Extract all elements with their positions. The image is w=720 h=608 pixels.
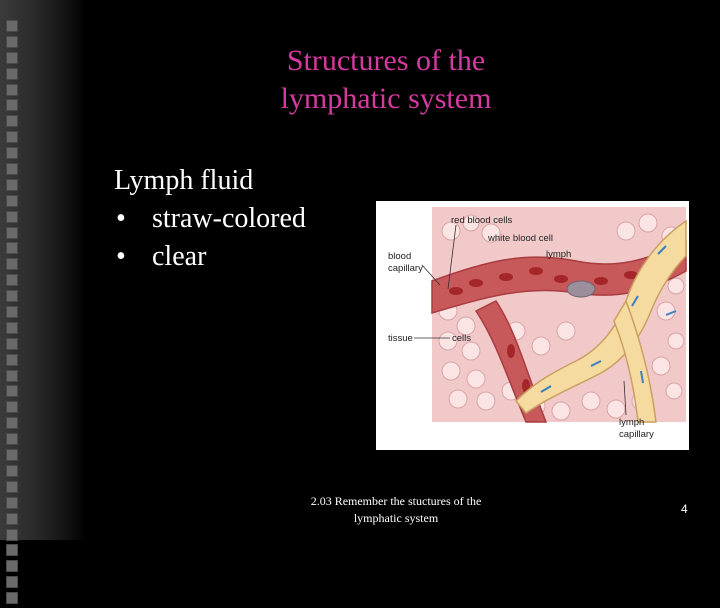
decorative-square [6, 83, 18, 96]
decorative-square [6, 385, 18, 398]
label-leader-lines [414, 224, 627, 416]
decorative-square [6, 258, 18, 271]
label-lymph-capillary-line2: capillary [619, 429, 654, 440]
slide-title: Structures of the lymphatic system [236, 42, 536, 118]
decorative-square [6, 449, 18, 462]
label-blood: blood [388, 251, 411, 262]
bullet-text: clear [152, 241, 207, 272]
label-lymph: lymph [546, 249, 571, 260]
decorative-square [6, 544, 18, 557]
decorative-square [6, 306, 18, 319]
decorative-square [6, 178, 18, 191]
label-red-blood-cells: red blood cells [451, 215, 513, 226]
lymph-flow-arrows [540, 245, 677, 393]
slide: Structures of the lymphatic system Lymph… [86, 0, 720, 540]
page-number: 4 [681, 502, 688, 516]
square-bullet-column [6, 20, 20, 608]
decorative-square [6, 433, 18, 446]
decorative-square [6, 67, 18, 80]
decorative-square [6, 464, 18, 477]
label-cells: cells [452, 333, 471, 344]
decorative-square [6, 290, 18, 303]
decorative-square [6, 480, 18, 493]
title-line-2: lymphatic system [280, 82, 492, 115]
decorative-square [6, 242, 18, 255]
lymph-capillary-illustration: red blood cells white blood cell lymph b… [376, 201, 689, 450]
lymph-capillary-branch [613, 299, 657, 423]
decorative-square [6, 401, 18, 414]
slide-footer: 2.03 Remember the stuctures of the lymph… [291, 493, 501, 527]
bullet-item: • straw-colored [114, 200, 306, 238]
decorative-square [6, 35, 18, 48]
bullet-item: • clear [114, 238, 306, 276]
title-line-1: Structures of the [286, 44, 486, 77]
decorative-square [6, 560, 18, 573]
decorative-square [6, 210, 18, 223]
decorative-square [6, 274, 18, 287]
decorative-square [6, 528, 18, 541]
decorative-square [6, 353, 18, 366]
label-white-blood-cell: white blood cell [487, 233, 553, 244]
footer-line-1: 2.03 Remember the stuctures of the [310, 494, 482, 508]
decorative-square [6, 99, 18, 112]
decorative-square [6, 321, 18, 334]
footer-line-2: lymphatic system [353, 511, 439, 525]
white-blood-cell [566, 280, 596, 298]
decorative-square [6, 147, 18, 160]
label-tissue: tissue [388, 333, 413, 344]
decorative-square [6, 226, 18, 239]
decorative-square [6, 131, 18, 144]
label-lymph-capillary-line1: lymph [619, 417, 644, 428]
decorative-square [6, 592, 18, 605]
body-text: Lymph fluid • straw-colored • clear [114, 162, 306, 276]
decorative-square [6, 417, 18, 430]
decorative-square [6, 115, 18, 128]
decorative-square [6, 51, 18, 64]
bullet-dot: • [116, 241, 126, 272]
decorative-square [6, 194, 18, 207]
decorative-square [6, 337, 18, 350]
decorative-square [6, 163, 18, 176]
decorative-square [6, 576, 18, 589]
bullet-dot: • [116, 203, 126, 234]
decorative-square [6, 369, 18, 382]
decorative-square [6, 20, 18, 32]
decorative-square [6, 496, 18, 509]
decorative-square [6, 512, 18, 525]
illustration-svg: red blood cells white blood cell lymph b… [388, 207, 687, 440]
body-heading: Lymph fluid [114, 165, 254, 196]
left-decorative-strip [0, 0, 86, 605]
label-capillary: capillary [388, 263, 423, 274]
bullet-text: straw-colored [152, 203, 306, 234]
